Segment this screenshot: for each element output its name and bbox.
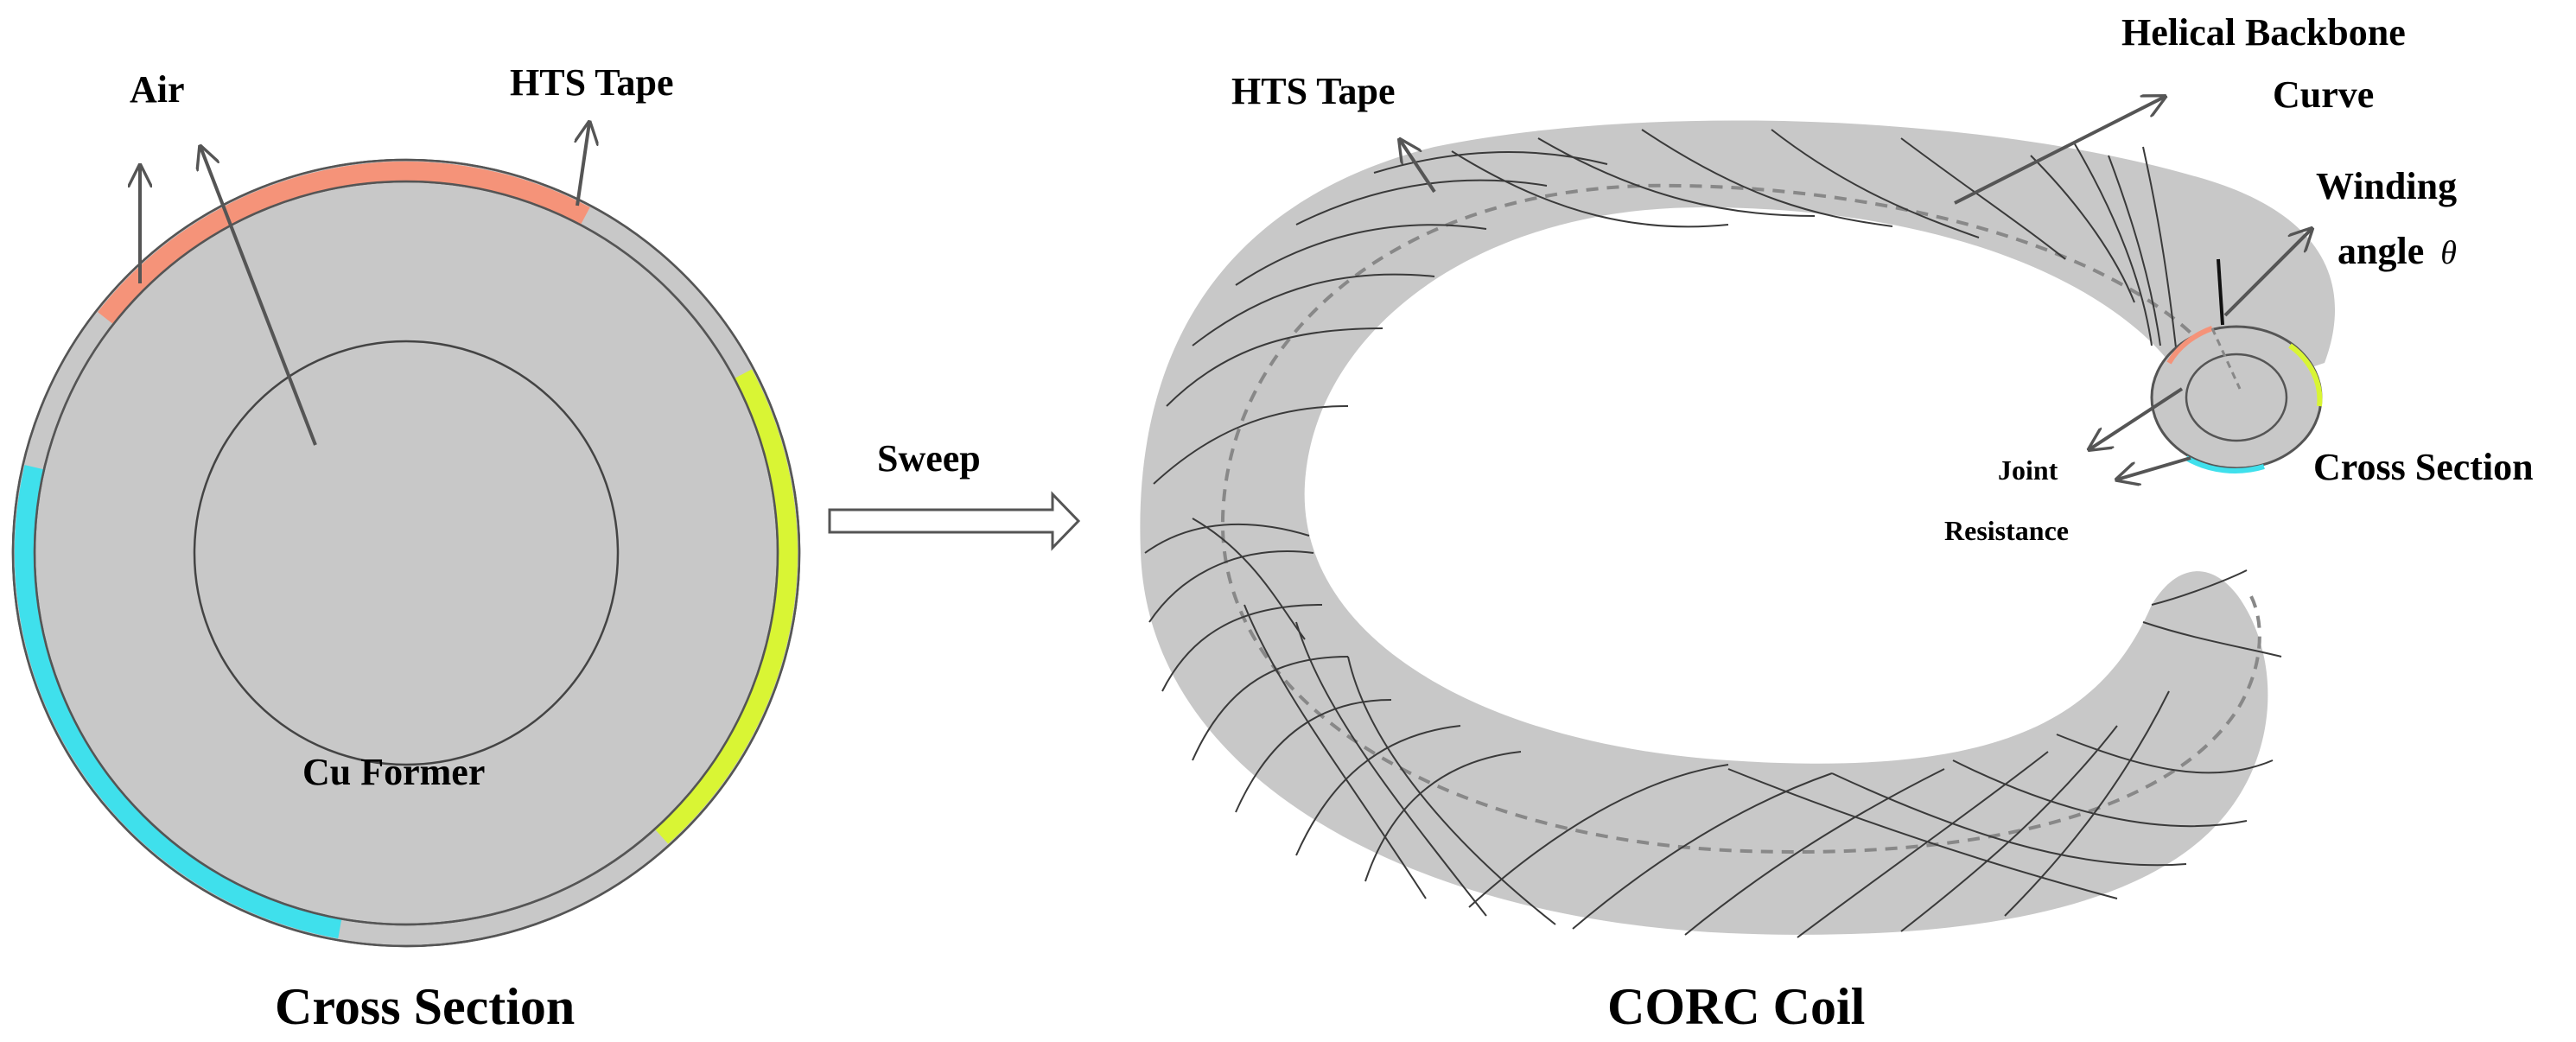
sweep-hollow-arrow [828,491,1081,551]
hts-tape-cyan-arc [14,465,342,939]
hts-tape-coil-arrow [1400,140,1436,194]
cu-former-circle [193,340,620,766]
winding-angle-arrow [2223,229,2312,317]
corc-coil-drawing: HTS Tape Helical Backbone Curve Winding … [1140,11,2534,1035]
air-label: Air [130,68,185,111]
air-arrow [200,147,317,446]
coil-end-cap-inner [2185,353,2288,442]
hts-tape-yellow-arc [655,369,798,844]
joint-resistance-arrow-2 [2117,456,2191,480]
cu-former-label: Cu Former [302,751,485,793]
backbone-label-line1: Helical Backbone [2121,11,2406,54]
sweep-label: Sweep [877,437,981,480]
winding-label-line2: angle θ [2337,230,2457,272]
theta-symbol: θ [2440,235,2457,271]
cross-section-drawing: Air HTS Tape Cu Former Cross Section [11,61,801,1035]
corc-coil-caption: CORC Coil [1607,978,1865,1035]
hts-tape-orange-arc [98,162,590,324]
outer-ring-edge [11,158,801,948]
coil-end-cap-yellow-tape [2288,343,2323,407]
sweep-arrow-group: Sweep [828,437,1081,551]
hts-tape-label-left: HTS Tape [510,61,674,104]
backbone-arrow [1954,97,2165,205]
joint-label-line1: Joint [1998,454,2058,486]
backbone-label-line2: Curve [2273,73,2374,116]
winding-label-line1: Winding [2316,165,2457,207]
joint-resistance-arrow-1 [2089,387,2184,449]
helical-tape-lines [1144,129,2282,938]
coil-hts-tape-label: HTS Tape [1231,70,1396,112]
coil-body [1140,120,2336,935]
winding-angle-marker [2217,258,2224,326]
hts-tape-top-arrow [577,123,589,206]
coil-end-cap-pink-tape [2166,326,2214,365]
coil-end-cap-cyan-tape [2185,455,2265,473]
joint-label-line2: Resistance [1944,515,2069,546]
coil-cross-section-label: Cross Section [2313,446,2534,488]
inner-ring-edge [33,180,779,926]
helical-backbone-curve [1220,183,2261,854]
cross-section-caption: Cross Section [275,978,575,1035]
